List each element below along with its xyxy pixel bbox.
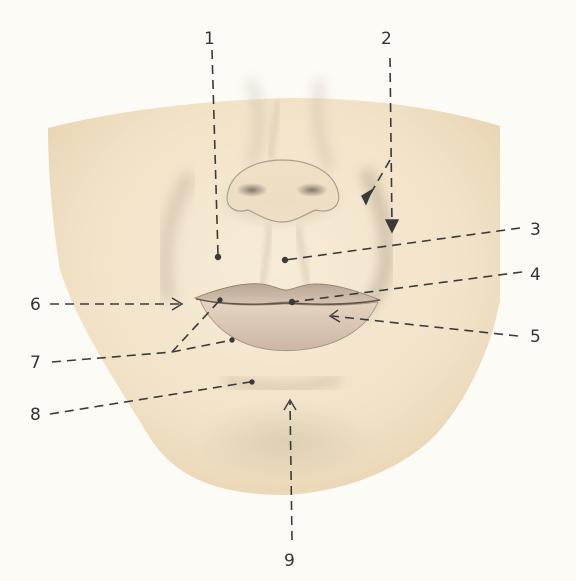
label-1-dot	[216, 255, 221, 260]
right-nostril	[296, 183, 328, 197]
label-2: 2	[381, 29, 392, 49]
label-7: 7	[30, 353, 41, 373]
left-nostril	[236, 183, 268, 197]
label-8-dot	[250, 380, 254, 384]
label-1: 1	[204, 29, 215, 49]
label-9: 9	[284, 551, 295, 571]
chin-shading	[195, 400, 375, 480]
label-4-dot	[290, 300, 295, 305]
label-3-dot	[283, 258, 288, 263]
label-8: 8	[30, 405, 41, 425]
label-4: 4	[530, 265, 541, 285]
label-5: 5	[530, 327, 541, 347]
label-6: 6	[30, 295, 41, 315]
label-3: 3	[530, 220, 541, 240]
label-7-dot-a	[218, 298, 222, 302]
label-7-dot-b	[230, 338, 234, 342]
